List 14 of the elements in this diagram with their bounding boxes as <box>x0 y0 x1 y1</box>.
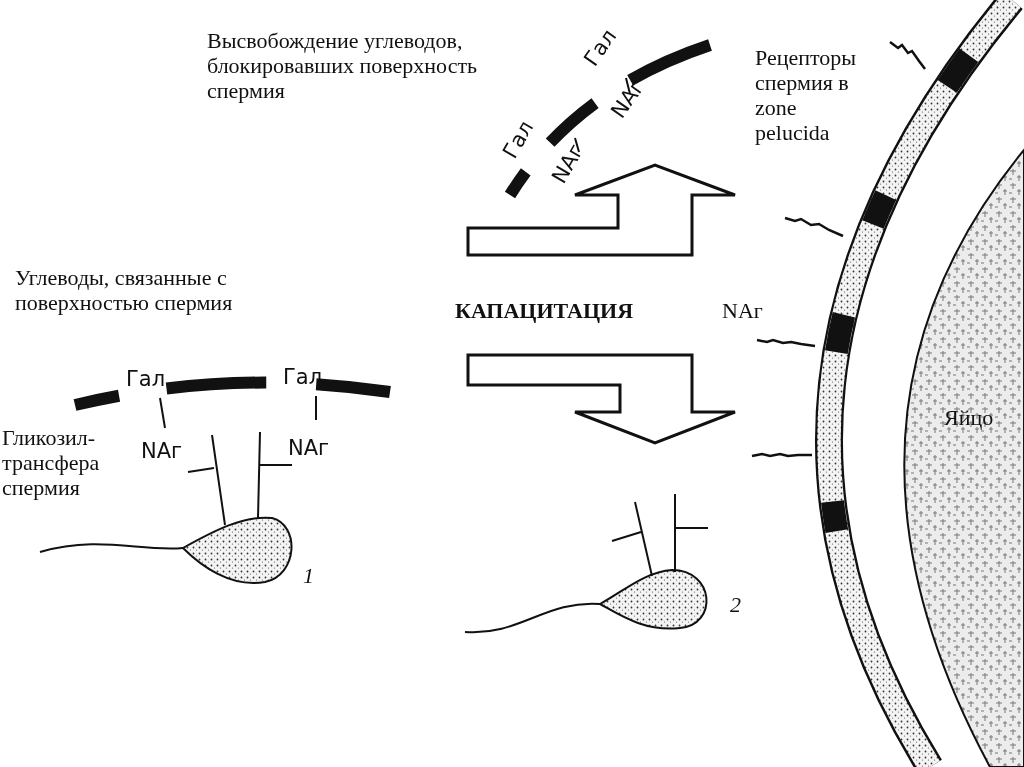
residue-label: NAг <box>607 75 649 122</box>
figure-number: 2 <box>730 592 741 617</box>
process-label: КАПАЦИТАЦИЯ <box>455 298 634 323</box>
description-text: Высвобождение углеводов, блокировавших поверхность спермия <box>207 28 479 103</box>
residue-label: NAг <box>141 440 183 462</box>
description-text: Углеводы, связанные с поверхностью спермия <box>15 265 234 315</box>
residue-label: NAг <box>288 437 330 459</box>
description-text: Гликозил-трансфера спермия <box>2 425 101 500</box>
residue-label: Гал <box>283 366 323 388</box>
residue-label: NAг <box>722 298 763 323</box>
figure-number: 1 <box>303 563 314 588</box>
part-label: Яйцо <box>944 405 994 430</box>
description-text: Рецепторы спермия в zone pelucida <box>755 45 858 145</box>
residue-label: Гал <box>126 368 166 390</box>
